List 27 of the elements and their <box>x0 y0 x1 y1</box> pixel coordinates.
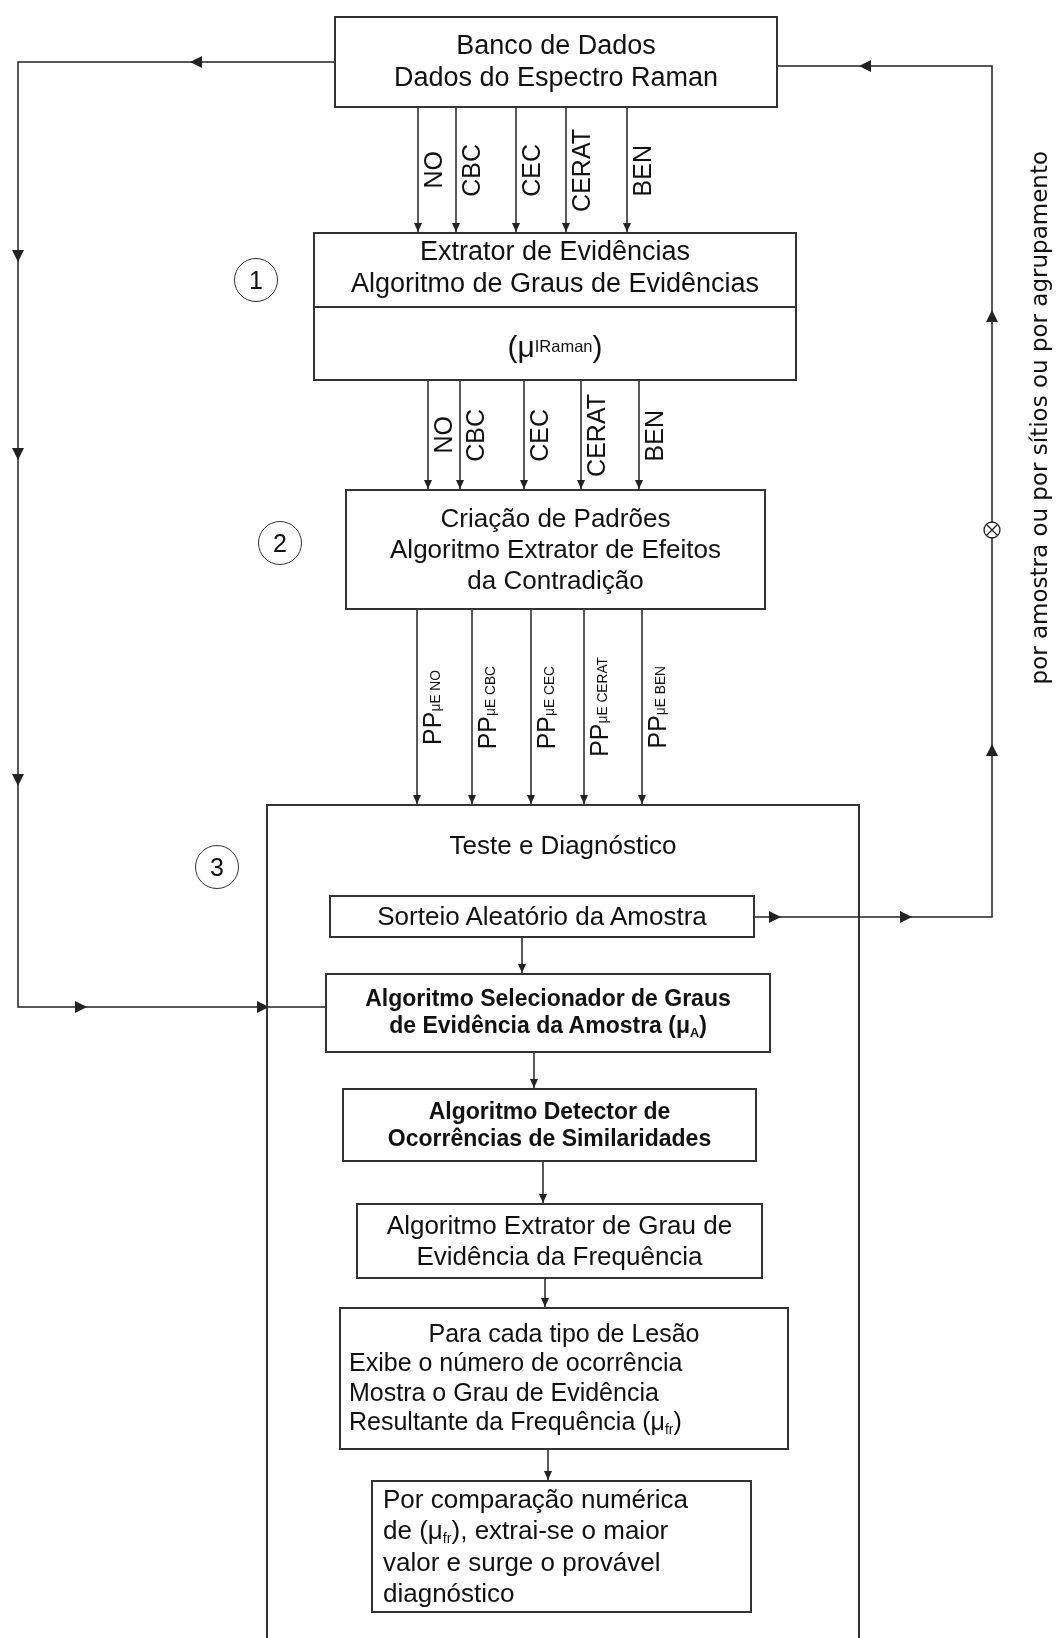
box-text: Algoritmo Extrator de Grau de Evidência da Frequência <box>385 1210 734 1272</box>
box-text: Algoritmo Extrator de Efeitos da Contradição <box>389 534 722 596</box>
process-box <box>342 1088 757 1162</box>
box-text: Sorteio Aleatório da Amostra <box>376 901 708 932</box>
process-box <box>325 973 771 1053</box>
box-text: Por comparação numérica de (μ$_{fr}$), extrai-se o maior valor e surge o provável diagnóstico <box>383 1484 689 1609</box>
process-box <box>339 1307 789 1450</box>
box-text: Criação de Padrões <box>439 503 672 535</box>
process-box <box>329 895 755 938</box>
box-text: Algoritmo Selecionador de Graus de Evidência da Amostra (μ$_{A}$) <box>364 985 732 1041</box>
box-text: Exibe o número de ocorrência <box>349 1348 684 1378</box>
box-text: Algoritmo de Graus de Evidências <box>349 267 761 300</box>
box-text: Extrator de Evidências <box>418 236 692 268</box>
process-box <box>313 232 797 381</box>
edge-label: por amostra ou por sítios ou por agrupamento <box>1028 151 1051 685</box>
box-text: Para cada tipo de Lesão <box>427 1318 701 1349</box>
process-box <box>371 1480 752 1613</box>
group-title: Teste e Diagnóstico <box>448 830 678 861</box>
box-text: Algoritmo Detector de Ocorrências de Similaridades <box>386 1097 713 1153</box>
box-text: Mostra o Grau de Evidência <box>349 1377 660 1408</box>
box-text: Dados do Espectro Raman <box>392 62 720 94</box>
box-text: Banco de Dados <box>455 30 657 62</box>
box-text: Resultante da Frequência (μ$_{fr}$) <box>349 1407 683 1439</box>
group-box <box>266 804 860 1638</box>
process-box <box>334 16 778 108</box>
process-box <box>356 1203 763 1279</box>
process-box <box>345 489 766 610</box>
